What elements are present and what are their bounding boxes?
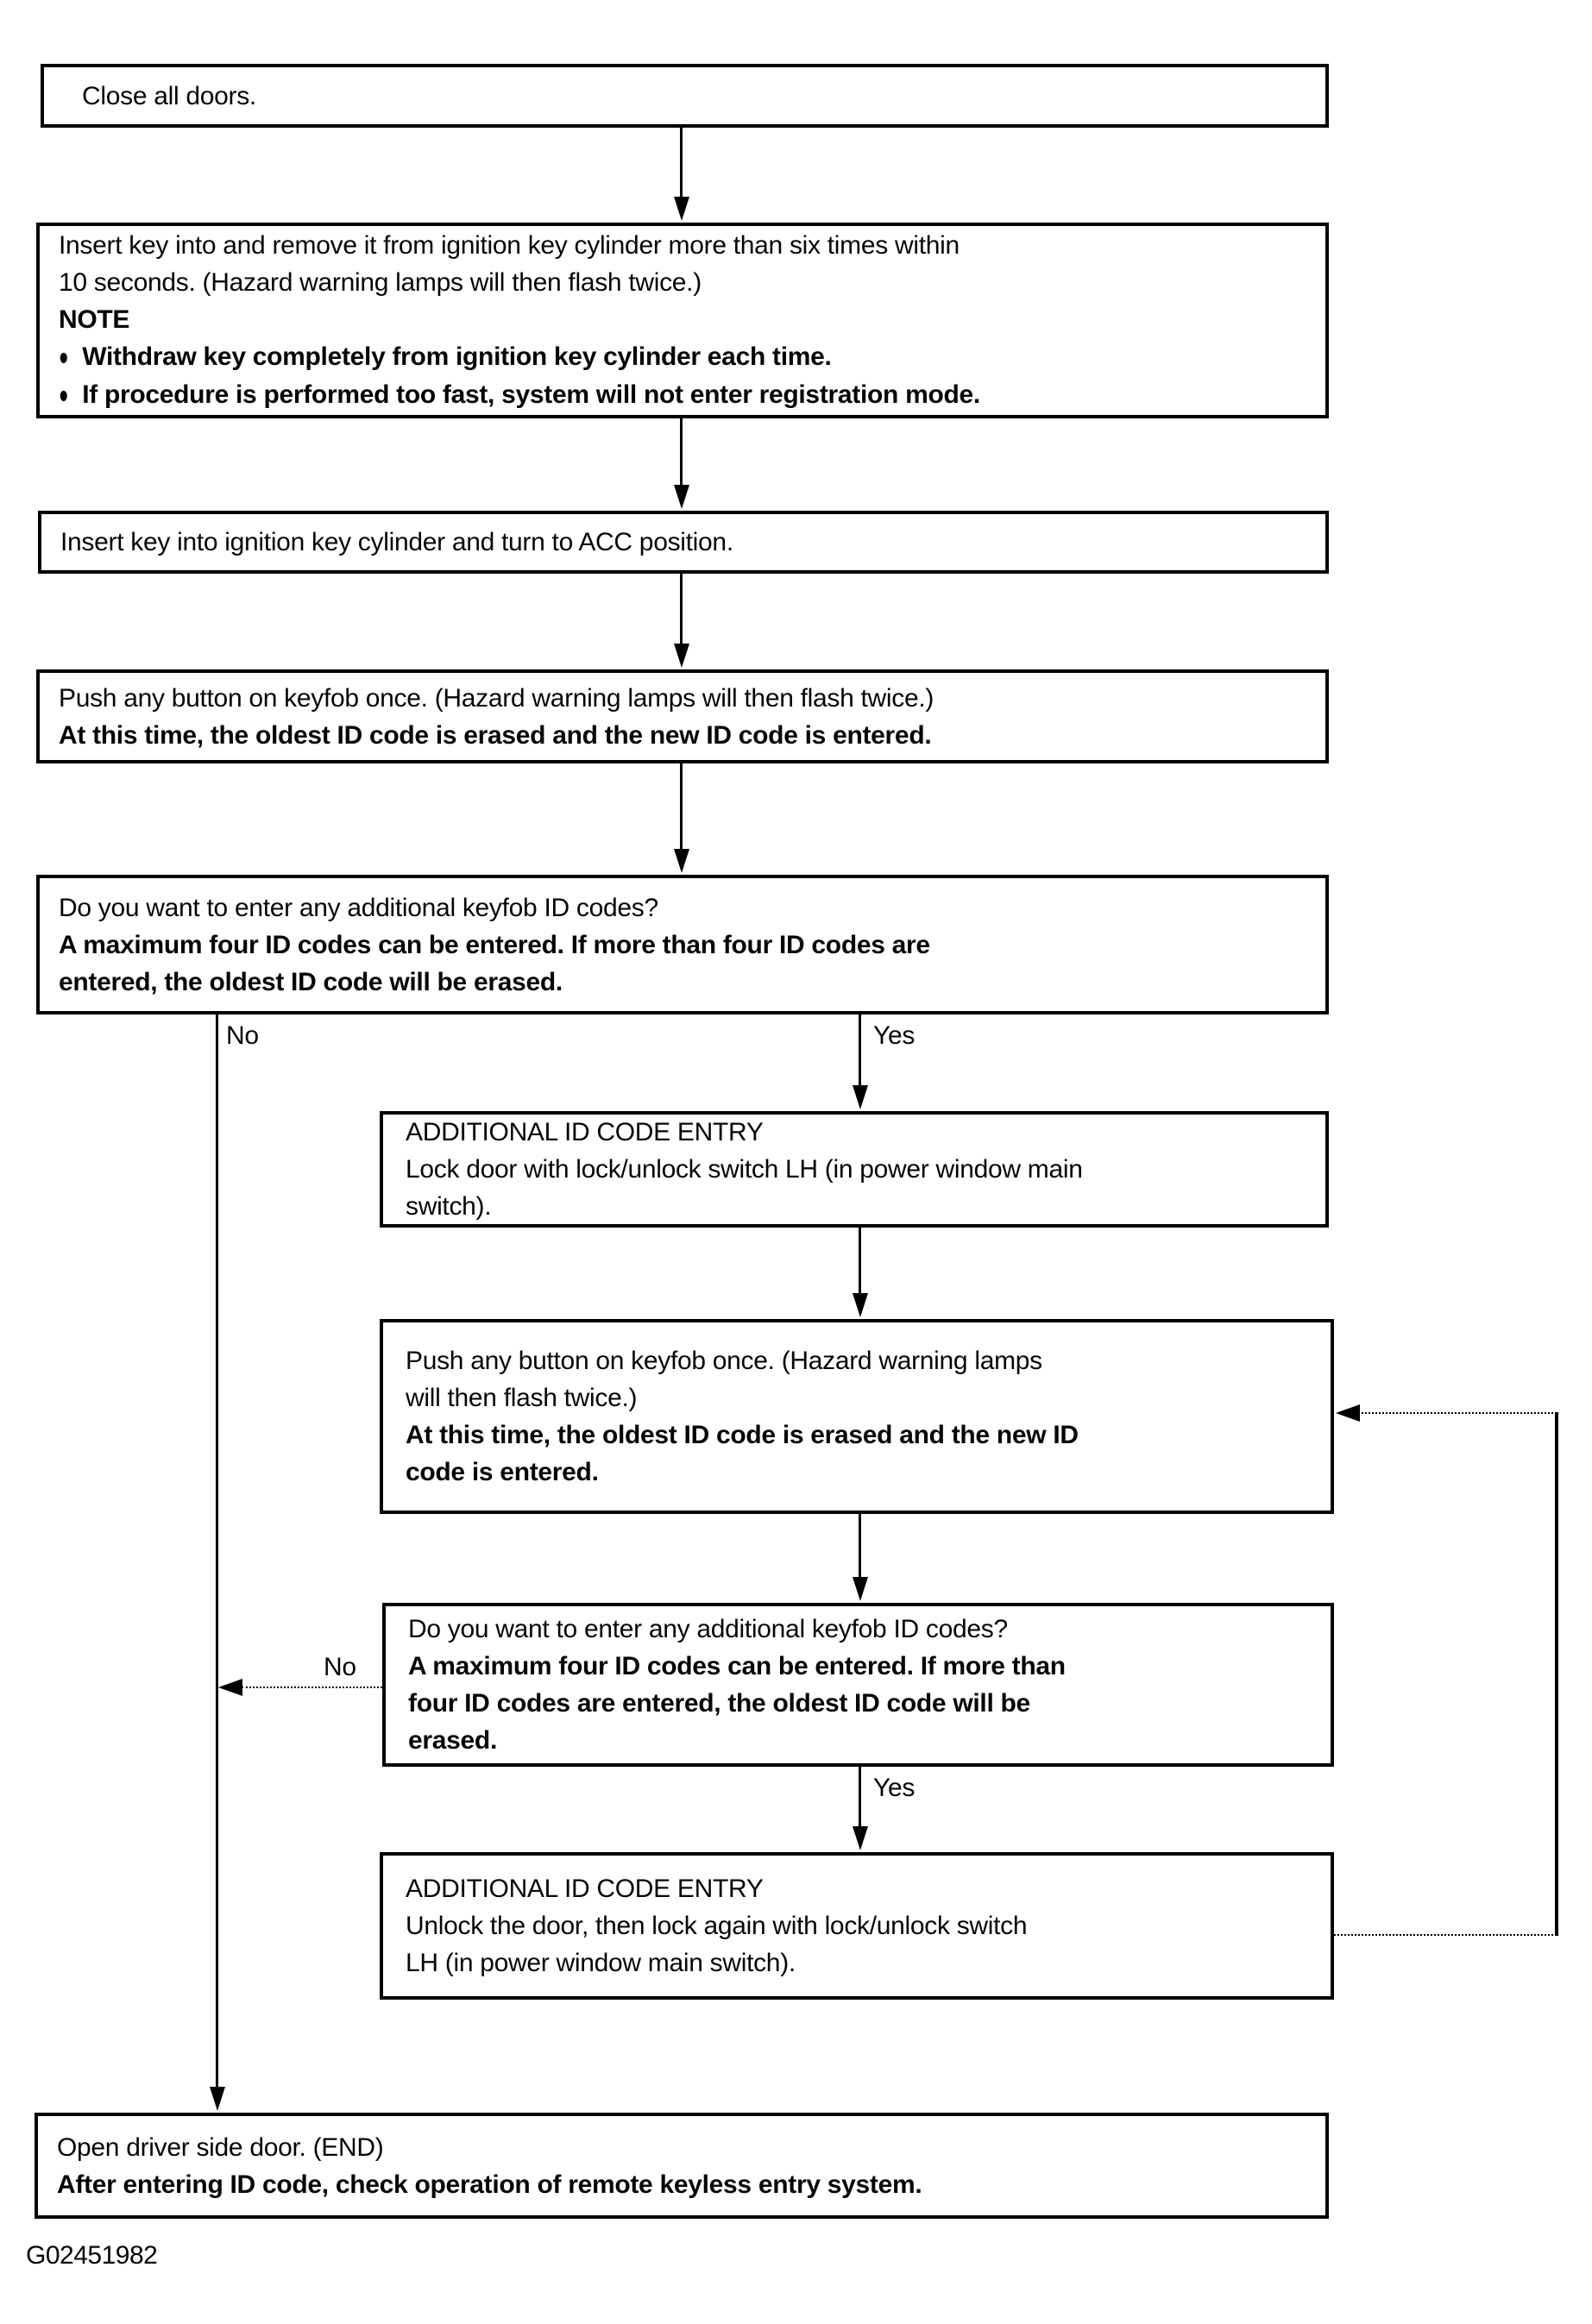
box-text-line: 10 seconds. (Hazard warning lamps will t… [59, 268, 702, 297]
bullet-icon: ● [59, 343, 69, 372]
connector-no-1-line [216, 1014, 218, 2087]
edge-label-yes-2: Yes [873, 1774, 916, 1802]
box-text-line: Close all doors. [82, 81, 256, 110]
connector-3-4-arrowhead-icon [674, 644, 689, 668]
box-additional-id-code-entry-lock: ADDITIONAL ID CODE ENTRY Lock door with l… [380, 1111, 1329, 1228]
box-insert-remove-key: Insert key into and remove it from ignit… [36, 223, 1329, 418]
box-text-line: Lock door with lock/unlock switch LH (in… [406, 1155, 1083, 1184]
box-text-line: ●Withdraw key completely from ignition k… [59, 338, 1306, 376]
connector-1-2-arrowhead-icon [674, 197, 689, 221]
box-text-line: ●If procedure is performed too fast, sys… [59, 376, 1306, 414]
box-text-line: four ID codes are entered, the oldest ID… [408, 1689, 1030, 1718]
box-decision-additional-codes-2: Do you want to enter any additional keyf… [382, 1603, 1334, 1767]
box-push-keyfob-button: Push any button on keyfob once. (Hazard … [36, 669, 1329, 763]
box-open-driver-door-end: Open driver side door. (END) After enteri… [35, 2113, 1329, 2219]
box-text-line: code is entered. [406, 1458, 599, 1486]
edge-label-no-1: No [226, 1021, 259, 1050]
box-text-line: ADDITIONAL ID CODE ENTRY [406, 1118, 764, 1146]
box-text-line: NOTE [59, 305, 130, 334]
feedback-right-line [1555, 1412, 1558, 1936]
connector-3-4-line [680, 574, 683, 644]
box-text-line: At this time, the oldest ID code is eras… [406, 1421, 1079, 1449]
box-text-line: LH (in power window main switch). [406, 1949, 796, 1977]
connector-7-8-arrowhead-icon [853, 1577, 868, 1601]
box-text-line: A maximum four ID codes can be entered. … [408, 1652, 1066, 1680]
edge-label-no-2: No [324, 1653, 356, 1681]
box-text-line: After entering ID code, check operation … [57, 2170, 922, 2199]
connector-yes-2-arrowhead-icon [853, 1826, 868, 1850]
box-decision-additional-codes-1: Do you want to enter any additional keyf… [36, 875, 1329, 1014]
connector-2-3-line [680, 418, 683, 485]
connector-4-5-arrowhead-icon [674, 849, 689, 873]
box-text-line: Push any button on keyfob once. (Hazard … [59, 683, 934, 713]
connector-no-2-arrowhead-icon [218, 1679, 242, 1696]
box-text-line: erased. [408, 1726, 497, 1755]
connector-7-8-line [859, 1514, 861, 1577]
connector-no-2-line [242, 1686, 382, 1688]
box-text-line: will then flash twice.) [406, 1384, 638, 1412]
connector-4-5-line [680, 763, 683, 849]
feedback-arrowhead-icon [1336, 1404, 1360, 1422]
box-text-line: ADDITIONAL ID CODE ENTRY [406, 1875, 764, 1903]
connector-yes-2-line [859, 1767, 861, 1826]
connector-6-7-arrowhead-icon [853, 1293, 868, 1317]
box-text-line: entered, the oldest ID code will be eras… [59, 967, 563, 996]
connector-yes-1-arrowhead-icon [853, 1085, 868, 1109]
box-push-keyfob-button-2: Push any button on keyfob once. (Hazard … [380, 1319, 1334, 1514]
box-text-line: Push any button on keyfob once. (Hazard … [406, 1347, 1042, 1375]
edge-label-yes-1: Yes [873, 1021, 916, 1050]
box-text-line: switch). [406, 1192, 492, 1221]
box-text-line: Insert key into ignition key cylinder an… [60, 528, 733, 556]
box-text-line: Unlock the door, then lock again with lo… [406, 1912, 1028, 1940]
box-text-line: A maximum four ID codes can be entered. … [59, 930, 930, 959]
connector-6-7-line [859, 1228, 861, 1293]
connector-1-2-line [680, 128, 683, 197]
box-text-line: Do you want to enter any additional keyf… [59, 893, 658, 922]
box-text-line: Open driver side door. (END) [57, 2132, 384, 2162]
box-key-acc-position: Insert key into ignition key cylinder an… [38, 511, 1329, 574]
box-additional-id-code-entry-unlock: ADDITIONAL ID CODE ENTRY Unlock the door,… [380, 1852, 1334, 2000]
feedback-top-line [1358, 1412, 1557, 1414]
box-close-all-doors: Close all doors. [41, 64, 1329, 128]
connector-yes-1-line [859, 1014, 861, 1085]
connector-no-1-arrowhead-icon [210, 2087, 225, 2111]
bullet-icon: ● [59, 381, 69, 410]
figure-code: G02451982 [26, 2241, 158, 2270]
box-text-line: Do you want to enter any additional keyf… [408, 1615, 1008, 1643]
feedback-bottom-line [1334, 1934, 1557, 1936]
box-text-line: At this time, the oldest ID code is eras… [59, 720, 932, 750]
connector-2-3-arrowhead-icon [674, 485, 689, 509]
box-text-line: Insert key into and remove it from ignit… [59, 231, 960, 260]
